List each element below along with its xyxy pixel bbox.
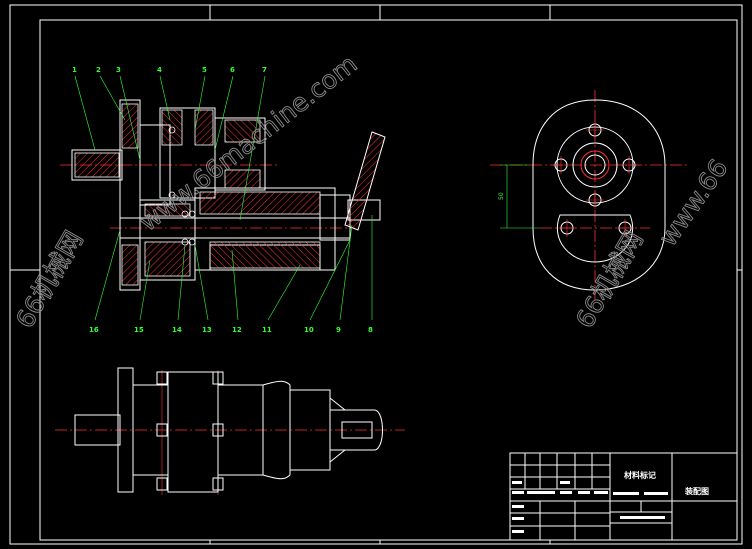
top-view xyxy=(55,367,405,495)
callout-16: 16 xyxy=(89,326,99,334)
callout-12: 12 xyxy=(232,326,242,334)
callout-15: 15 xyxy=(134,326,144,334)
title-block xyxy=(509,452,738,541)
callout-14: 14 xyxy=(172,326,182,334)
side-outline xyxy=(532,99,666,291)
handle-lever xyxy=(344,131,386,231)
sheet-border xyxy=(9,4,743,545)
input-shaft xyxy=(71,149,123,181)
dimension-value: 50 xyxy=(498,192,505,200)
title-block-fill-marks xyxy=(512,481,668,533)
front-section-view: 1 2 3 4 5 6 7 16 15 14 13 12 11 10 9 8 xyxy=(60,66,386,334)
top-view-housing xyxy=(167,371,219,493)
callout-3: 3 xyxy=(116,66,121,74)
callout-4: 4 xyxy=(157,66,162,74)
bearing-balls xyxy=(168,126,196,246)
callout-9: 9 xyxy=(336,326,341,334)
callout-8: 8 xyxy=(368,326,373,334)
callout-2: 2 xyxy=(96,66,101,74)
dimension-50 xyxy=(500,164,540,229)
callout-10: 10 xyxy=(304,326,314,334)
callout-7: 7 xyxy=(262,66,267,74)
top-view-shaft xyxy=(74,414,121,446)
callout-13: 13 xyxy=(202,326,212,334)
callout-5: 5 xyxy=(202,66,207,74)
callout-1: 1 xyxy=(72,66,77,74)
callout-6: 6 xyxy=(230,66,235,74)
watermark-left: 66机械网 xyxy=(10,226,89,333)
callout-11: 11 xyxy=(262,326,272,334)
title-block-material: 材料标记 xyxy=(624,470,656,480)
side-view: 50 xyxy=(490,90,690,300)
title-block-drawing-name: 装配图 xyxy=(684,486,709,496)
